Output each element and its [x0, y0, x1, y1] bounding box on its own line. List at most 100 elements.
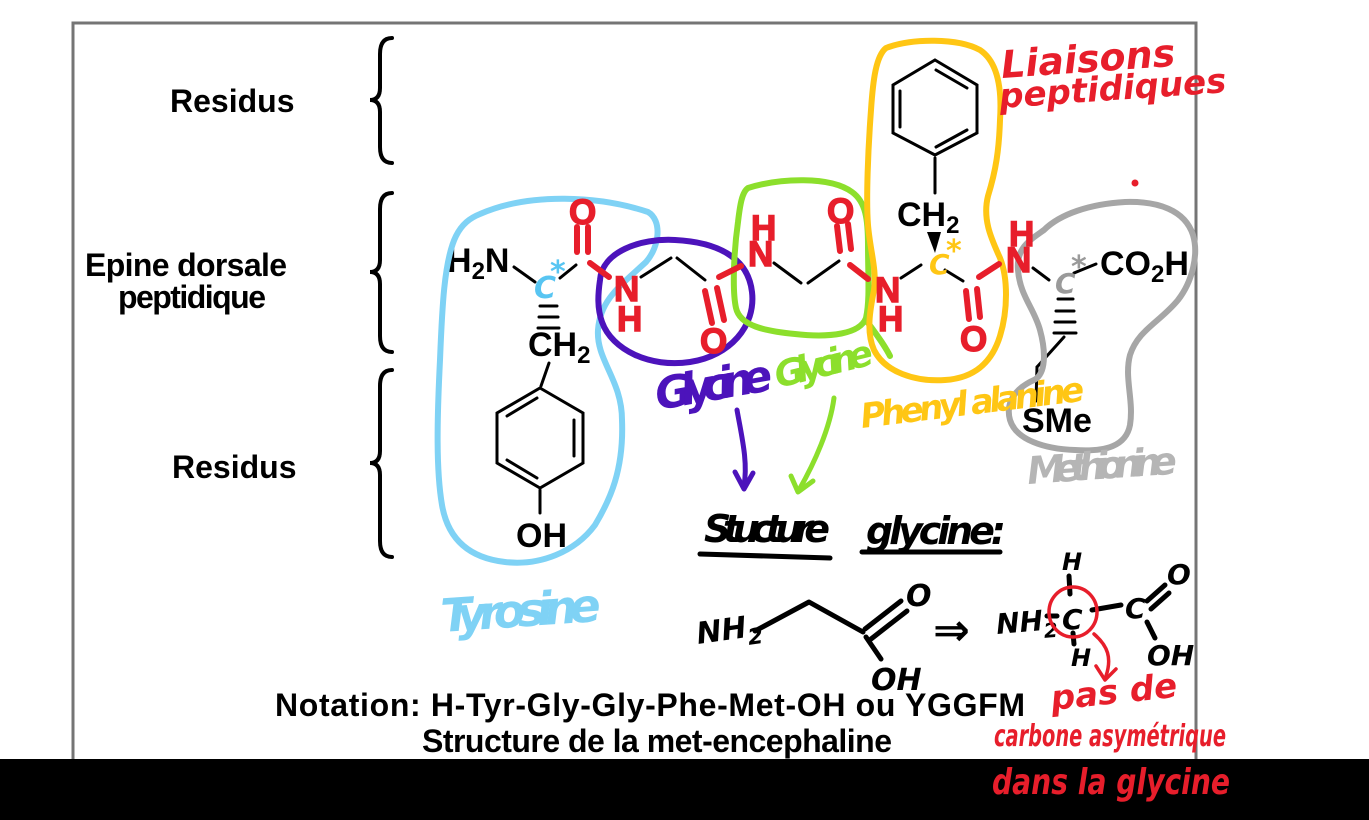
slide-border — [71, 21, 1198, 765]
sketch-hydrogen-bottom: H — [1071, 644, 1091, 672]
structure-glycine-word1: Stucture — [704, 507, 830, 551]
bond-ch2-ring — [539, 361, 551, 388]
methionine-outline — [1005, 198, 1199, 454]
carbonyl-double-bond — [963, 288, 972, 322]
chirality-asterisk-tyr: * — [550, 255, 566, 290]
structure-glycine-word2: glycine: — [866, 509, 1006, 553]
alpha-carbon-met: C — [1055, 267, 1076, 300]
carbonyl-oxygen: O — [569, 193, 596, 232]
amide-nitrogen: N — [748, 235, 773, 274]
underline-word1 — [697, 551, 833, 561]
bond-h2n-alpha — [512, 265, 537, 284]
methionine-label: Methionine — [1026, 439, 1179, 493]
sketch-carbonyl-double — [862, 598, 904, 632]
sketch-carbonyl-double — [868, 608, 910, 642]
notation-line1: Notation: H-Tyr-Gly-Gly-Phe-Met-OH ou YG… — [275, 687, 1025, 723]
brace-bottom — [369, 368, 394, 559]
bond-ch2-carbonyl — [675, 256, 707, 282]
note-line3: dans la glycine — [992, 762, 1230, 803]
sketch-hydrogen-top: H — [1062, 548, 1082, 576]
sketch-oh: OH — [871, 663, 922, 698]
bond-alpha-carbonyl — [943, 268, 965, 283]
sketch-oxygen: O — [906, 579, 932, 614]
red-note-arrowhead — [1094, 664, 1118, 682]
amide-nitrogen: N — [875, 271, 900, 310]
notation-line2: Structure de la met-encephaline — [422, 723, 892, 759]
carbonyl-oxygen: O — [960, 320, 987, 359]
ring-double-bond — [505, 458, 539, 480]
bond-ch2-carbonyl — [806, 259, 841, 285]
amide-hydrogen: H — [1009, 215, 1034, 254]
implies-arrow: ⇒ — [933, 605, 970, 656]
solid-wedge-phe — [927, 232, 941, 253]
met-sme: SMe — [1022, 402, 1092, 440]
glycine-sketch-left: NH2 O OH — [694, 579, 931, 698]
ring-double-bond — [505, 396, 539, 418]
brace-top — [369, 36, 394, 165]
peptide-bonds-red — [574, 221, 1002, 326]
sketch-carbonyl-double — [1148, 590, 1172, 612]
residue-braces — [369, 36, 394, 559]
sketch-bond-oh — [1144, 619, 1158, 641]
carbonyl-double-bond — [834, 223, 843, 254]
sketch-bond-oh — [863, 634, 884, 662]
red-note-arrow — [1092, 632, 1111, 678]
bond-alpha-carbonyl — [558, 263, 578, 280]
hashed-wedge-met — [1052, 297, 1078, 335]
amide-nitrogen: N — [1006, 241, 1031, 280]
sketch-central-carbon: C — [1062, 603, 1083, 636]
phenylalanine-outline — [864, 37, 1009, 384]
green-arrowhead — [788, 473, 816, 495]
sketch-oh: OH — [1147, 639, 1194, 672]
glycine-sketch-right: NH2 C H H C O OH — [995, 548, 1194, 682]
bond-n-ch2 — [772, 261, 803, 285]
bond-n-alpha — [899, 263, 923, 280]
residus-bottom-label: Residus — [172, 449, 296, 485]
hashed-wedge-tyr — [536, 304, 561, 330]
bond-carbonyl-n — [716, 263, 744, 280]
glycine2-outline — [730, 177, 872, 339]
sketch-carbonyl-double — [1144, 582, 1168, 604]
tyr-ch2: CH2 — [528, 326, 590, 369]
ring-double-bond — [934, 68, 969, 90]
bond-sidechain — [1034, 365, 1039, 403]
carbonyl-oxygen: O — [700, 322, 727, 361]
amide-hydrogen: H — [617, 300, 642, 339]
c-terminus-co2h: CO2H — [1100, 245, 1189, 288]
carbonyl-double-bond — [714, 285, 727, 323]
alpha-carbon-phe: C — [929, 248, 950, 281]
chirality-asterisk-phe: * — [946, 234, 962, 269]
residus-top-label: Residus — [170, 83, 294, 119]
amide-hydrogen: H — [878, 300, 903, 339]
bond-carbonyl-n — [976, 261, 1002, 280]
glycine-arrows — [732, 395, 837, 495]
backbone-label-line2: peptidique — [118, 279, 266, 315]
sketch-backbone — [752, 599, 866, 635]
bond-n-alpha — [1031, 266, 1051, 282]
sketch-oxygen: O — [1167, 558, 1191, 591]
tyr-oh: OH — [516, 517, 567, 555]
n-terminus-h2n: H2N — [447, 242, 509, 285]
sketch-nh2: NH2 — [694, 608, 765, 658]
amide-nitrogen: N — [614, 270, 639, 309]
tyrosine-phenol-ring — [495, 386, 585, 490]
alpha-carbon-tyr: C — [534, 271, 556, 306]
phe-ch2: CH2 — [897, 196, 959, 239]
note-line2: carbone asymétrique — [994, 719, 1226, 754]
backbone-label-line1: Epine dorsale — [85, 247, 287, 283]
glycine1-outline — [595, 236, 756, 367]
carbonyl-oxygen: O — [827, 192, 854, 231]
green-arrow — [796, 395, 837, 493]
bottom-black-bar — [0, 759, 1369, 820]
bond-n-ch2 — [639, 256, 673, 279]
peptide-backbone — [495, 58, 1098, 515]
phenyl-ring — [891, 58, 979, 157]
bond-alpha-co2h — [1072, 262, 1098, 275]
tyrosine-outline — [434, 195, 661, 566]
brace-middle — [369, 191, 394, 354]
purple-arrow — [734, 407, 748, 489]
amide-hydrogen: H — [751, 209, 776, 248]
chirality-circle-annotation — [1047, 585, 1099, 639]
